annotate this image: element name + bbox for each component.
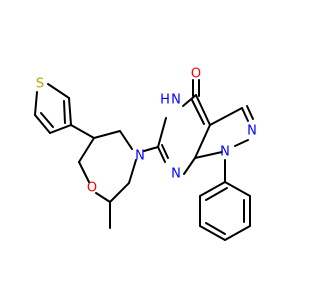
pyrazole-ring	[194, 105, 254, 159]
carbonyl-group	[192, 79, 200, 97]
morpholine-nitrogen-label: N	[135, 149, 145, 164]
morpholine-oxygen-label: O	[87, 181, 97, 196]
structure-svg: O H N N N N N O S	[34, 67, 257, 241]
nh-hydrogen-label: H	[160, 93, 170, 108]
molecule-diagram: O H N N N N N O S	[34, 67, 257, 241]
atom-labels: O H N N N N N O S	[36, 67, 257, 196]
carbonyl-oxygen-label: O	[191, 67, 201, 82]
phenyl-ring	[199, 159, 251, 241]
pyrimidine-nitrogen-label: N	[171, 167, 181, 182]
nh-nitrogen-label: N	[171, 93, 181, 108]
morpholine-ring	[78, 130, 137, 203]
c-n-link-bond	[143, 146, 159, 152]
pyrazole-n2-label: N	[247, 124, 257, 139]
pyrimidinone-ring	[157, 94, 211, 175]
pyrazole-n1-label: N	[220, 145, 230, 160]
thiophene-sulfur-label: S	[36, 77, 44, 92]
thiophene-ring	[34, 83, 95, 139]
